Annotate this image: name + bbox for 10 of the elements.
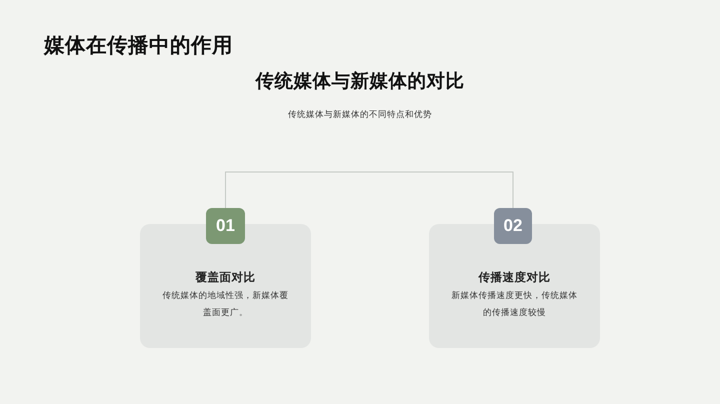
section-heading: 传统媒体与新媒体的对比 xyxy=(256,71,464,92)
card-text: 传统媒体的地域性强，新媒体覆盖面更广。 xyxy=(162,291,288,318)
card-heading: 覆盖面对比 xyxy=(196,270,256,284)
connector-line xyxy=(225,172,514,208)
card-heading: 传播速度对比 xyxy=(478,270,550,284)
number-badge: 02 xyxy=(494,208,532,244)
number-badge: 01 xyxy=(206,208,245,244)
card-text: 新媒体传播速度更快，传统媒体的传播速度较慢 xyxy=(452,291,578,318)
subtitle: 传统媒体与新媒体的不同特点和优势 xyxy=(288,110,432,120)
slide-title: 媒体在传播中的作用 xyxy=(44,32,233,59)
